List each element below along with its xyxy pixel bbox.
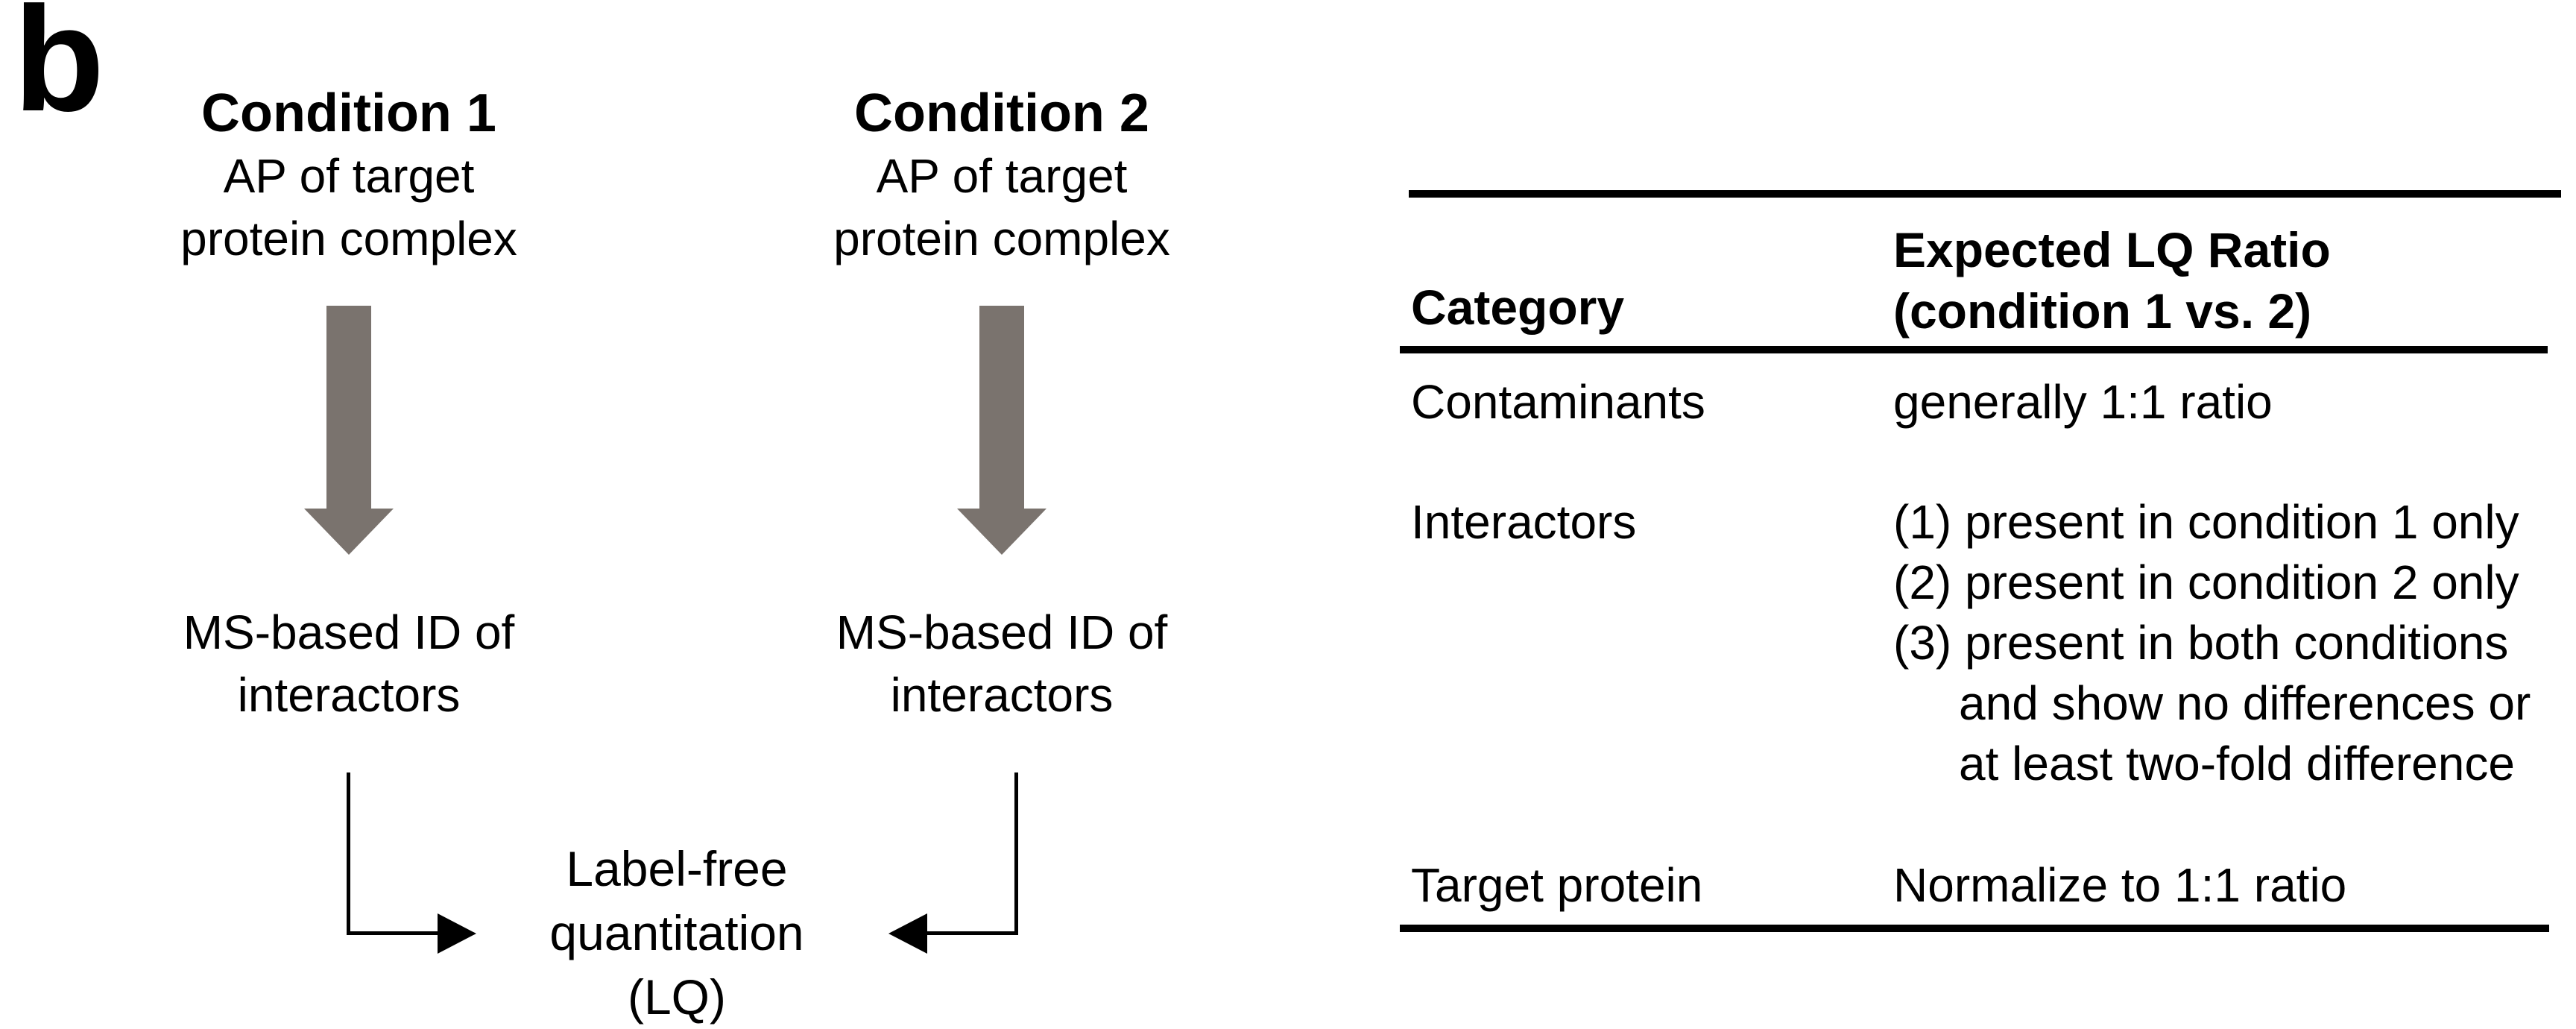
- condition-1-subtitle: AP of target protein complex: [110, 145, 587, 270]
- table-row-category: Interactors: [1411, 495, 1637, 549]
- condition-2-subtitle-line2: protein complex: [833, 212, 1170, 265]
- condition-1-step-line2: interactors: [237, 668, 461, 722]
- condition-1-title: Condition 1: [201, 84, 496, 143]
- table-header-ratio-line1: Expected LQ Ratio: [1893, 222, 2331, 277]
- arrow-head: [438, 913, 476, 954]
- merge-label-line2: quantitation: [549, 905, 804, 960]
- merge-label-line1: Label-free: [566, 841, 788, 896]
- table-row-value: Normalize to 1:1 ratio: [1893, 858, 2347, 912]
- arrow-shaft: [979, 306, 1024, 509]
- table-header-ratio: Expected LQ Ratio (condition 1 vs. 2): [1893, 219, 2564, 342]
- arrow-line-horizontal: [347, 931, 438, 935]
- condition-1-step-line1: MS-based ID of: [183, 605, 515, 659]
- table-rule-bottom: [1400, 925, 2549, 932]
- arrow-line-horizontal: [927, 931, 1018, 935]
- condition-2-step: MS-based ID of interactors: [741, 601, 1263, 726]
- table-row-value: (1) present in condition 1 only (2) pres…: [1893, 492, 2576, 794]
- condition-2-subtitle-line1: AP of target: [876, 149, 1128, 203]
- table-row-category: Contaminants: [1411, 375, 1705, 429]
- condition-2-subtitle: AP of target protein complex: [763, 145, 1240, 270]
- table-row-value-line: (1) present in condition 1 only: [1893, 495, 2519, 549]
- table-rule-top: [1409, 190, 2561, 198]
- table-header-ratio-line2: (condition 1 vs. 2): [1893, 283, 2312, 339]
- condition-1-subtitle-line2: protein complex: [180, 212, 517, 265]
- table-row-value-line: (3) present in both conditions: [1893, 616, 2509, 670]
- arrow-head: [304, 509, 394, 555]
- condition-2-title: Condition 2: [854, 84, 1149, 143]
- arrow-line-vertical: [347, 772, 350, 934]
- merge-label: Label-free quantitation (LQ): [416, 837, 938, 1029]
- arrow-shaft: [326, 306, 371, 509]
- arrow-head: [957, 509, 1046, 555]
- merge-label-line3: (LQ): [628, 969, 726, 1025]
- table-rule-header: [1400, 346, 2548, 353]
- table-row-value-line: (2) present in condition 2 only: [1893, 556, 2519, 609]
- arrow-head: [888, 913, 927, 954]
- table-row-value: generally 1:1 ratio: [1893, 375, 2273, 429]
- condition-1-step: MS-based ID of interactors: [88, 601, 610, 726]
- panel-label: b: [13, 0, 105, 142]
- table-row-value-line: and show no differences or: [1959, 676, 2531, 730]
- table-row-category: Target protein: [1411, 858, 1703, 912]
- condition-1-subtitle-line1: AP of target: [223, 149, 475, 203]
- condition-2-step-line2: interactors: [890, 668, 1114, 722]
- table-row-value-line: at least two-fold difference: [1959, 737, 2515, 790]
- table-header-category: Category: [1411, 280, 1625, 335]
- condition-2-step-line1: MS-based ID of: [836, 605, 1168, 659]
- arrow-line-vertical: [1014, 772, 1018, 934]
